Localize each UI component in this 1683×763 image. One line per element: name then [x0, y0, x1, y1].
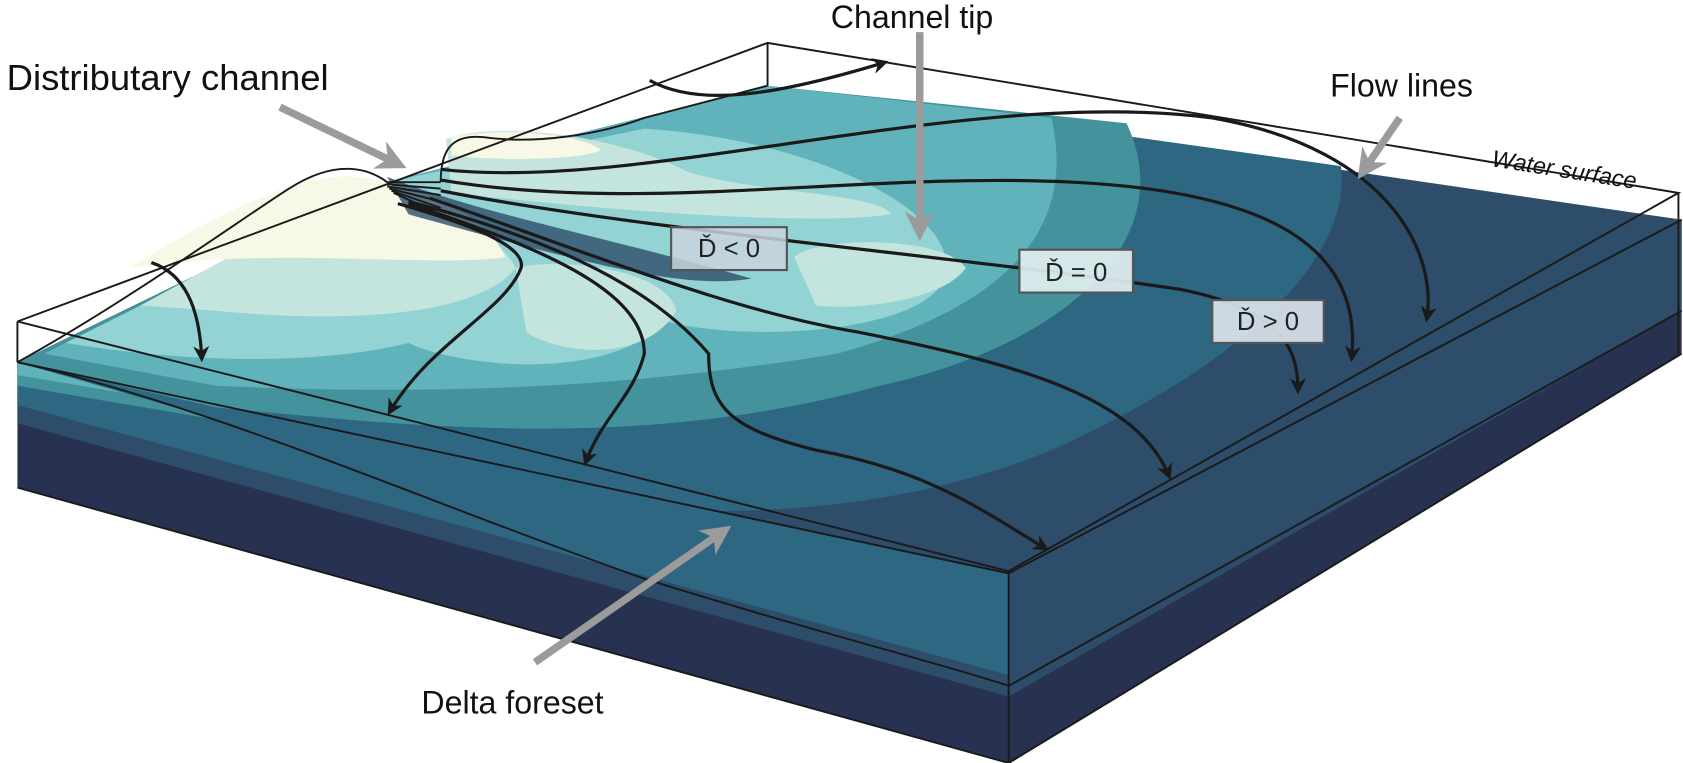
d-negative-label: Ď < 0 — [698, 234, 760, 263]
right-face — [1008, 219, 1682, 763]
flow-lines-label: Flow lines — [1330, 67, 1473, 103]
channel-tip-label: Channel tip — [831, 0, 994, 35]
water-surface-box — [16, 41, 1683, 763]
pointer-arrows — [278, 32, 1403, 666]
d-box-zero: Ď = 0 — [1018, 248, 1135, 294]
d-zero-label: Ď = 0 — [1045, 258, 1107, 287]
flow-lines-pointer-arrow — [1357, 115, 1403, 180]
water-surface-label: Water surface — [1490, 145, 1639, 194]
distributary-channel-label: Distributary channel — [7, 57, 329, 98]
delta-foreset-pointer-arrow — [532, 525, 732, 666]
channel-banks — [16, 84, 768, 364]
distributary-pointer-arrow — [278, 103, 407, 169]
d-positive-label: Ď > 0 — [1237, 307, 1299, 336]
delta-foreset-label: Delta foreset — [421, 685, 603, 721]
d-box-positive: Ď > 0 — [1211, 298, 1325, 344]
d-box-negative: Ď < 0 — [670, 226, 788, 272]
